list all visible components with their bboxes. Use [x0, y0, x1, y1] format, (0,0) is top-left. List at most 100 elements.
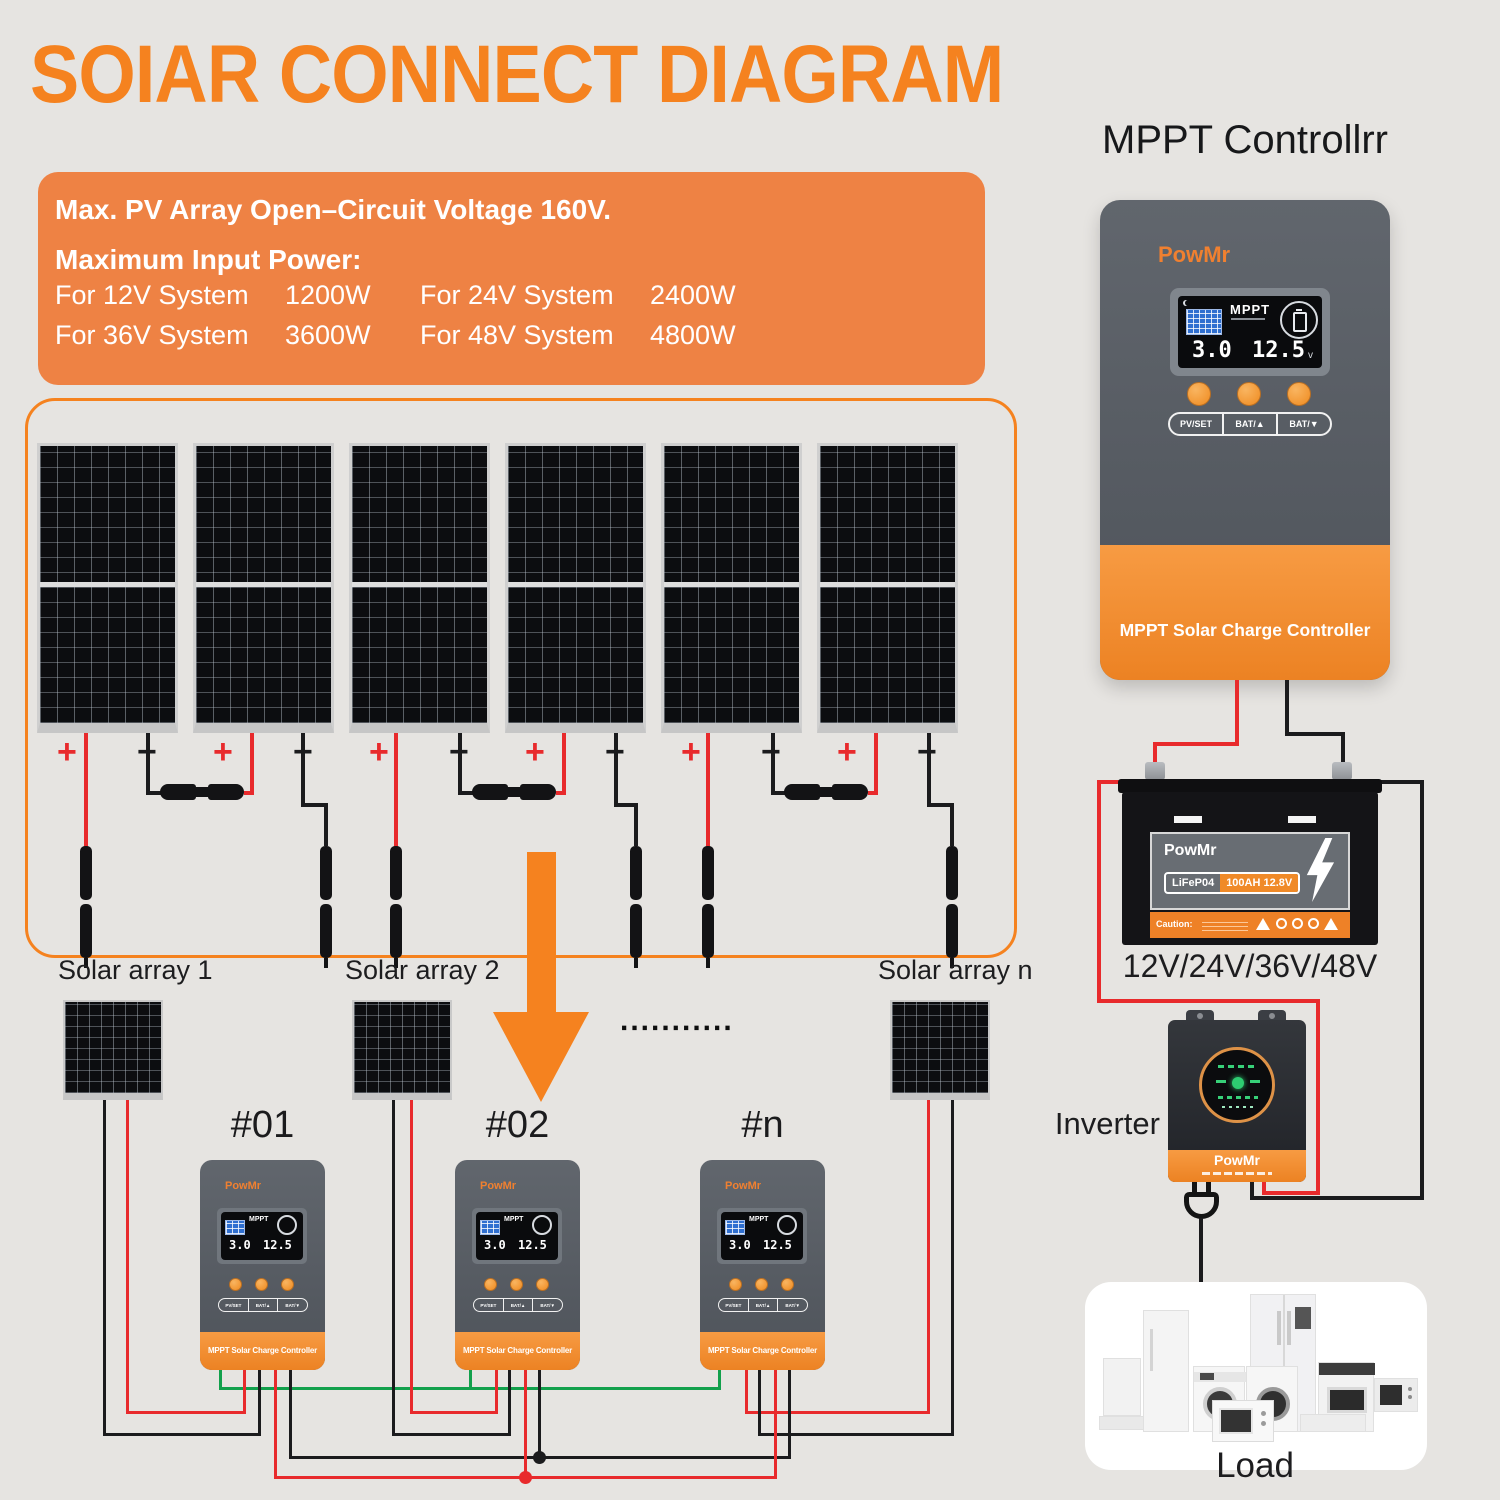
- bat-up-button[interactable]: [510, 1278, 523, 1291]
- battery-rating-badge: 100AH 12.8V: [1220, 874, 1299, 892]
- solar-array-n-label: Solar array n: [878, 955, 1033, 985]
- battery-neg-terminal: [1332, 762, 1352, 780]
- panel6-plus-label: +: [837, 733, 857, 771]
- pv-wire: [706, 733, 710, 848]
- ground-wire: [219, 1370, 222, 1390]
- button-labels-pill: PV/SET BAT/▲ BAT/▼: [473, 1298, 563, 1312]
- array1-pv-pos-wire: [243, 1370, 246, 1414]
- battery-icon: [777, 1215, 797, 1235]
- junction-dot: [533, 1451, 546, 1464]
- safety-icon: [1292, 918, 1303, 929]
- pv-wire: [324, 803, 328, 846]
- warning-triangle-icon: [1324, 918, 1338, 930]
- solar-array-1-panel: [63, 1000, 163, 1100]
- battery-caution-strip: Caution:: [1150, 912, 1350, 938]
- info-cell: For 48V System: [420, 320, 614, 350]
- bat-up-button[interactable]: [1237, 382, 1261, 406]
- lcd-value-left: 3.0: [484, 1238, 506, 1252]
- solar-panel-3: [349, 443, 490, 733]
- solar-array-2-panel: [352, 1000, 452, 1100]
- solar-panel-icon: [480, 1220, 500, 1235]
- plug-icon: [1184, 1192, 1219, 1219]
- inverter-band: PowMr: [1168, 1150, 1306, 1182]
- lcd-mppt-label: MPPT: [1230, 302, 1271, 317]
- lcd-value-right: 12.5: [763, 1238, 792, 1252]
- solar-panel-5: [661, 443, 802, 733]
- bat-up-button[interactable]: [255, 1278, 268, 1291]
- battery: [1118, 779, 1382, 793]
- bat-down-label: BAT/▼: [785, 1302, 800, 1308]
- pv-set-label: PV/SET: [1170, 414, 1224, 434]
- solar-array-1-label: Solar array 1: [58, 955, 213, 985]
- panel6-minus-label: −: [917, 735, 937, 769]
- pv-set-button[interactable]: [229, 1278, 242, 1291]
- moon-icon: [1183, 300, 1189, 306]
- batt-inverter-neg-wire: [1420, 780, 1424, 1200]
- battery-neg-wire: [538, 1370, 541, 1459]
- bat-down-label: BAT/▼: [285, 1302, 300, 1308]
- batt-inverter-neg-wire: [1342, 780, 1424, 784]
- solar-panel-icon: [225, 1220, 245, 1235]
- caution-text-lines: [1202, 919, 1248, 931]
- panel5-plus-label: +: [681, 733, 701, 771]
- appliance-microwave: [1374, 1378, 1418, 1412]
- info-cell: 4800W: [650, 320, 736, 350]
- arrayn-pv-pos-wire: [745, 1411, 930, 1414]
- display-glyph-row: [1218, 1065, 1258, 1068]
- battery-badges: LiFeP04 100AH 12.8V: [1164, 872, 1301, 894]
- display-glyph-row: [1218, 1096, 1258, 1099]
- battery-brand: PowMr: [1164, 842, 1217, 859]
- battery-icon: [532, 1215, 552, 1235]
- batt-inverter-neg-wire: [1250, 1180, 1254, 1200]
- battery-icon: [1280, 301, 1318, 339]
- pv-set-button[interactable]: [484, 1278, 497, 1291]
- bat-up-button[interactable]: [755, 1278, 768, 1291]
- lcd-value-left: 3.0: [729, 1238, 751, 1252]
- pv-wire: [614, 803, 638, 807]
- battery-body: PowMr LiFeP04 100AH 12.8V Caution:: [1122, 792, 1378, 945]
- controller-n-label: #n: [741, 1104, 784, 1146]
- solar-panel-icon: [725, 1220, 745, 1235]
- batt-inverter-pos-wire: [1097, 999, 1320, 1003]
- load-cable: [1199, 1218, 1203, 1284]
- pv-wire: [250, 733, 254, 795]
- battery-icon: [277, 1215, 297, 1235]
- batt-inverter-pos-wire: [1262, 1191, 1320, 1195]
- solar-panel-1: [37, 443, 178, 733]
- mppt-charge-controller: PowMr MPPT 3.0 12.5 v PV/SET BAT/▲ BAT/: [1100, 200, 1390, 680]
- lcd-mppt-label: MPPT: [504, 1216, 524, 1223]
- bat-down-button[interactable]: [1287, 382, 1311, 406]
- lcd-value-left: 3.0: [229, 1238, 251, 1252]
- batt-inverter-pos-wire: [1262, 1180, 1266, 1195]
- controller-01-label: #01: [230, 1104, 295, 1146]
- bat-down-button[interactable]: [281, 1278, 294, 1291]
- controller-batt-pos-wire: [1153, 744, 1157, 772]
- arrayn-pv-pos-wire: [745, 1370, 748, 1414]
- pv-wire: [394, 733, 398, 848]
- pv-set-button[interactable]: [1187, 382, 1211, 406]
- lightning-icon: [1306, 838, 1335, 902]
- mc4-connector-pair-icon: [160, 783, 244, 801]
- battery-pos-terminal: [1145, 762, 1165, 780]
- solar-panel-2: [193, 443, 334, 733]
- pv-set-button[interactable]: [729, 1278, 742, 1291]
- lcd-bezel: MPPT 3.0 12.5: [217, 1208, 307, 1264]
- inverter-subtext-line: [1202, 1172, 1272, 1175]
- info-cell: For 12V System: [55, 280, 249, 310]
- lcd-value-right: 12.5: [1252, 338, 1305, 363]
- pv-wire: [146, 791, 164, 795]
- array1-pv-neg-wire: [103, 1100, 106, 1436]
- pv-set-label: PV/SET: [719, 1299, 749, 1311]
- arrayn-pv-neg-wire: [758, 1370, 761, 1436]
- button-labels-pill: PV/SET BAT/▲ BAT/▼: [1168, 412, 1332, 436]
- controller-batt-neg-wire: [1285, 680, 1289, 734]
- inverter-brand: PowMr: [1214, 1152, 1260, 1168]
- panel5-minus-label: −: [761, 735, 781, 769]
- pv-wire: [927, 803, 954, 807]
- bat-down-button[interactable]: [781, 1278, 794, 1291]
- bat-down-button[interactable]: [536, 1278, 549, 1291]
- pv-wire: [244, 791, 254, 795]
- bat-up-label: BAT/▲: [249, 1299, 279, 1311]
- pv-wire: [771, 733, 775, 795]
